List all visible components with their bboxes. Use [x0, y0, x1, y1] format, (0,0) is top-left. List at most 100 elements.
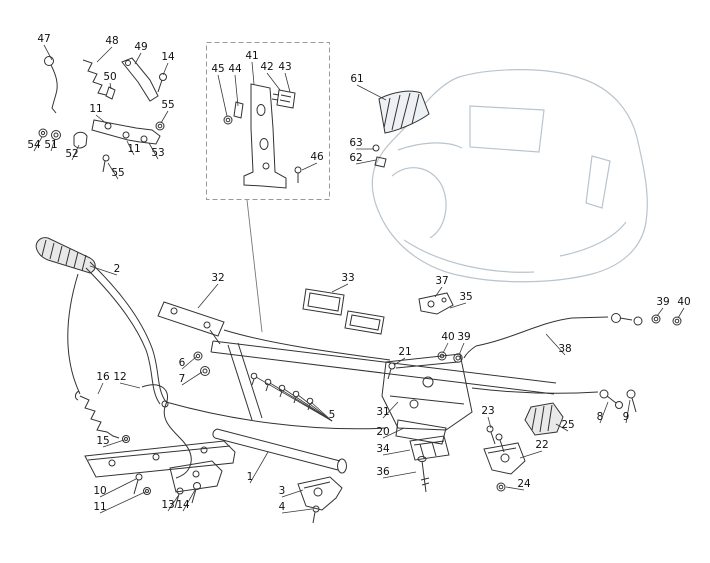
leader-line-48 [96, 46, 113, 63]
leader-line-14 [182, 489, 196, 512]
leader-line-24 [505, 486, 525, 491]
leader-line-33 [331, 283, 349, 293]
part-45-washer [223, 115, 233, 125]
leader-line-20 [382, 427, 405, 439]
callout-21: 21 [398, 346, 411, 358]
part-37-35-bracket [418, 292, 454, 315]
leader-line-55 [160, 110, 169, 124]
callout-9: 9 [623, 411, 630, 423]
rear-body-panel [371, 69, 648, 283]
leader-line-11 [126, 140, 135, 156]
leader-line-5 [297, 394, 333, 422]
leader-line-50 [109, 82, 112, 90]
inset-bracket-assembly [223, 83, 302, 189]
leader-line-39 [458, 342, 465, 356]
lever-to-frame-rod [165, 401, 387, 430]
lever-pull-rod [67, 273, 81, 395]
top-left-linkage-assembly [38, 56, 167, 173]
leader-line-32 [197, 283, 219, 309]
part-6-washer [193, 351, 203, 361]
leader-line-21 [393, 357, 406, 366]
inset-detail-box [206, 42, 330, 200]
part-61-trim-strip [378, 90, 430, 134]
callout-4: 4 [279, 501, 286, 513]
part-13-14-bracket [169, 460, 223, 493]
callout-11: 11 [93, 501, 106, 513]
leader-line-11 [99, 491, 146, 514]
callout-8: 8 [597, 411, 604, 423]
part-4-bolt [312, 505, 320, 524]
part-22-bracket [483, 442, 526, 475]
leader-line-10 [99, 478, 137, 498]
leader-line-25 [555, 423, 569, 432]
callout-14: 14 [161, 51, 175, 63]
leader-line-5 [269, 382, 333, 422]
part-34-block [409, 435, 450, 461]
part-20-bracket [395, 419, 447, 445]
leader-line-15 [102, 439, 125, 448]
callout-52: 52 [65, 148, 78, 160]
callout-34: 34 [376, 443, 390, 455]
part-14-bolt [191, 482, 201, 504]
parts-22-25-group [483, 402, 564, 492]
callout-35: 35 [459, 291, 472, 303]
callout-46: 46 [310, 151, 324, 163]
inset-pointer-line [246, 199, 263, 333]
callout-43: 43 [278, 61, 291, 73]
callout-39: 39 [457, 331, 470, 343]
parts-34-36-group [409, 435, 450, 493]
leader-line-16 [97, 382, 104, 395]
part-44-clip [233, 101, 244, 119]
callout-25: 25 [561, 419, 574, 431]
part-9-bolt [626, 389, 637, 413]
leader-line-22 [519, 450, 543, 459]
leader-line-43 [284, 72, 291, 93]
part-3-4-bracket [297, 476, 343, 524]
part-47-hook-rod [44, 56, 58, 114]
callout-40: 40 [441, 331, 454, 343]
callout-53: 53 [151, 147, 164, 159]
callout-22: 22 [535, 439, 548, 451]
callout-42: 42 [260, 61, 273, 73]
leader-line-13 [167, 495, 179, 512]
part-63-washer [372, 144, 380, 152]
leader-line-34 [382, 449, 411, 456]
leader-line-12 [119, 382, 141, 389]
callout-20: 20 [376, 426, 389, 438]
leader-line-3 [281, 489, 304, 498]
part-55-bolt [102, 154, 110, 173]
part-14-screw [157, 73, 167, 93]
callout-13: 13 [161, 499, 174, 511]
leader-line-38 [545, 333, 566, 356]
leader-line-49 [134, 52, 142, 65]
callout-44: 44 [228, 63, 242, 75]
leader-line-62 [355, 159, 377, 165]
part-24-nut [496, 482, 506, 492]
callout-39: 39 [656, 296, 669, 308]
leader-line-61 [356, 84, 387, 101]
leader-line-40 [442, 342, 449, 354]
leader-line-11 [95, 114, 108, 125]
part-7-nut [200, 366, 210, 376]
callout-61: 61 [350, 73, 363, 85]
callout-51: 51 [44, 139, 57, 151]
callout-49: 49 [134, 41, 147, 53]
leader-line-6 [181, 356, 197, 370]
leader-line-37 [434, 286, 443, 298]
leader-line-8 [599, 401, 609, 424]
part-12-wire-rod [141, 384, 192, 479]
leader-line-2 [89, 265, 118, 276]
callout-5: 5 [329, 409, 336, 421]
part-46-bolt [294, 166, 302, 183]
panel-small-parts [372, 90, 430, 168]
leader-line-41 [251, 61, 255, 85]
part-50-pin [105, 86, 116, 100]
callout-7: 7 [179, 373, 186, 385]
callout-38: 38 [558, 343, 571, 355]
callout-14: 14 [176, 499, 190, 511]
part-21-bolt [387, 362, 396, 380]
part-51-washer [51, 130, 61, 140]
leader-line-39 [656, 307, 664, 317]
